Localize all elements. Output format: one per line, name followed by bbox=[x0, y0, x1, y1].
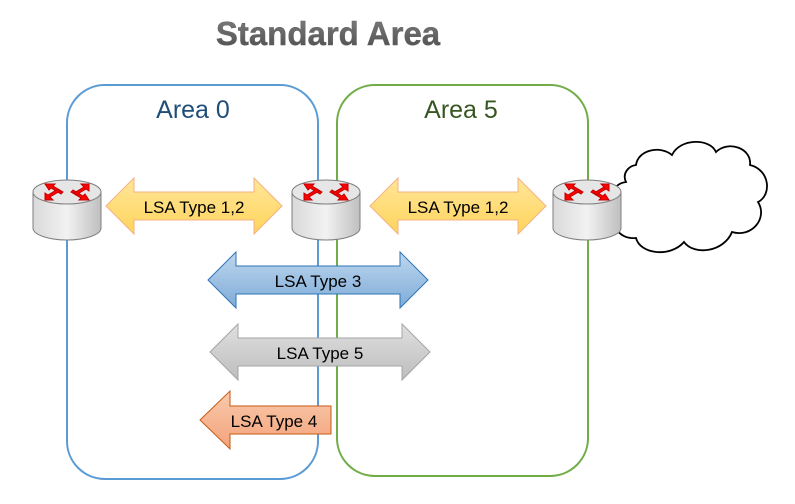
lsa-type-1-2-arrow-area0: LSA Type 1,2 bbox=[105, 176, 283, 236]
lsa-type-4-label: LSA Type 4 bbox=[231, 412, 318, 431]
lsa-type-1-2-arrow-area5: LSA Type 1,2 bbox=[369, 176, 547, 236]
router-icon bbox=[32, 179, 102, 241]
lsa-type-4-arrow: LSA Type 4 bbox=[199, 389, 332, 451]
lsa-type-3-arrow: LSA Type 3 bbox=[207, 250, 429, 310]
router-icon bbox=[291, 179, 361, 241]
router-icon bbox=[552, 179, 622, 241]
cloud-icon bbox=[610, 140, 768, 254]
area-0-label: Area 0 bbox=[156, 96, 230, 124]
lsa-type-3-label: LSA Type 3 bbox=[275, 272, 362, 291]
diagram-title: Standard Area bbox=[216, 15, 441, 52]
lsa-type-1-2-label: LSA Type 1,2 bbox=[144, 198, 245, 217]
area-5-label: Area 5 bbox=[424, 96, 498, 124]
lsa-type-5-label: LSA Type 5 bbox=[277, 344, 364, 363]
lsa-type-5-arrow: LSA Type 5 bbox=[209, 322, 431, 382]
lsa-type-1-2-label: LSA Type 1,2 bbox=[408, 198, 509, 217]
